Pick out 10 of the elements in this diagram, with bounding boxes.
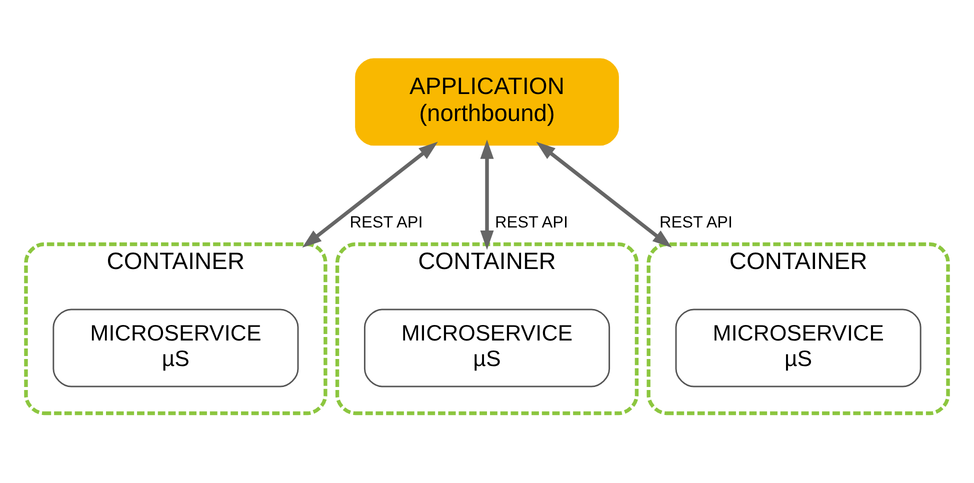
edge-label: REST API [350, 213, 423, 232]
edge-label: REST API [494, 213, 568, 232]
node-box: MICROSERVICE µS [675, 308, 922, 387]
edge-label: REST API [660, 213, 733, 232]
arrow [536, 141, 672, 248]
node-box: MICROSERVICE µS [52, 308, 299, 387]
arrow [480, 139, 494, 250]
node-box: MICROSERVICE µS [364, 308, 610, 387]
node-box: APPLICATION (northbound) [355, 58, 619, 146]
arrow [302, 141, 438, 248]
